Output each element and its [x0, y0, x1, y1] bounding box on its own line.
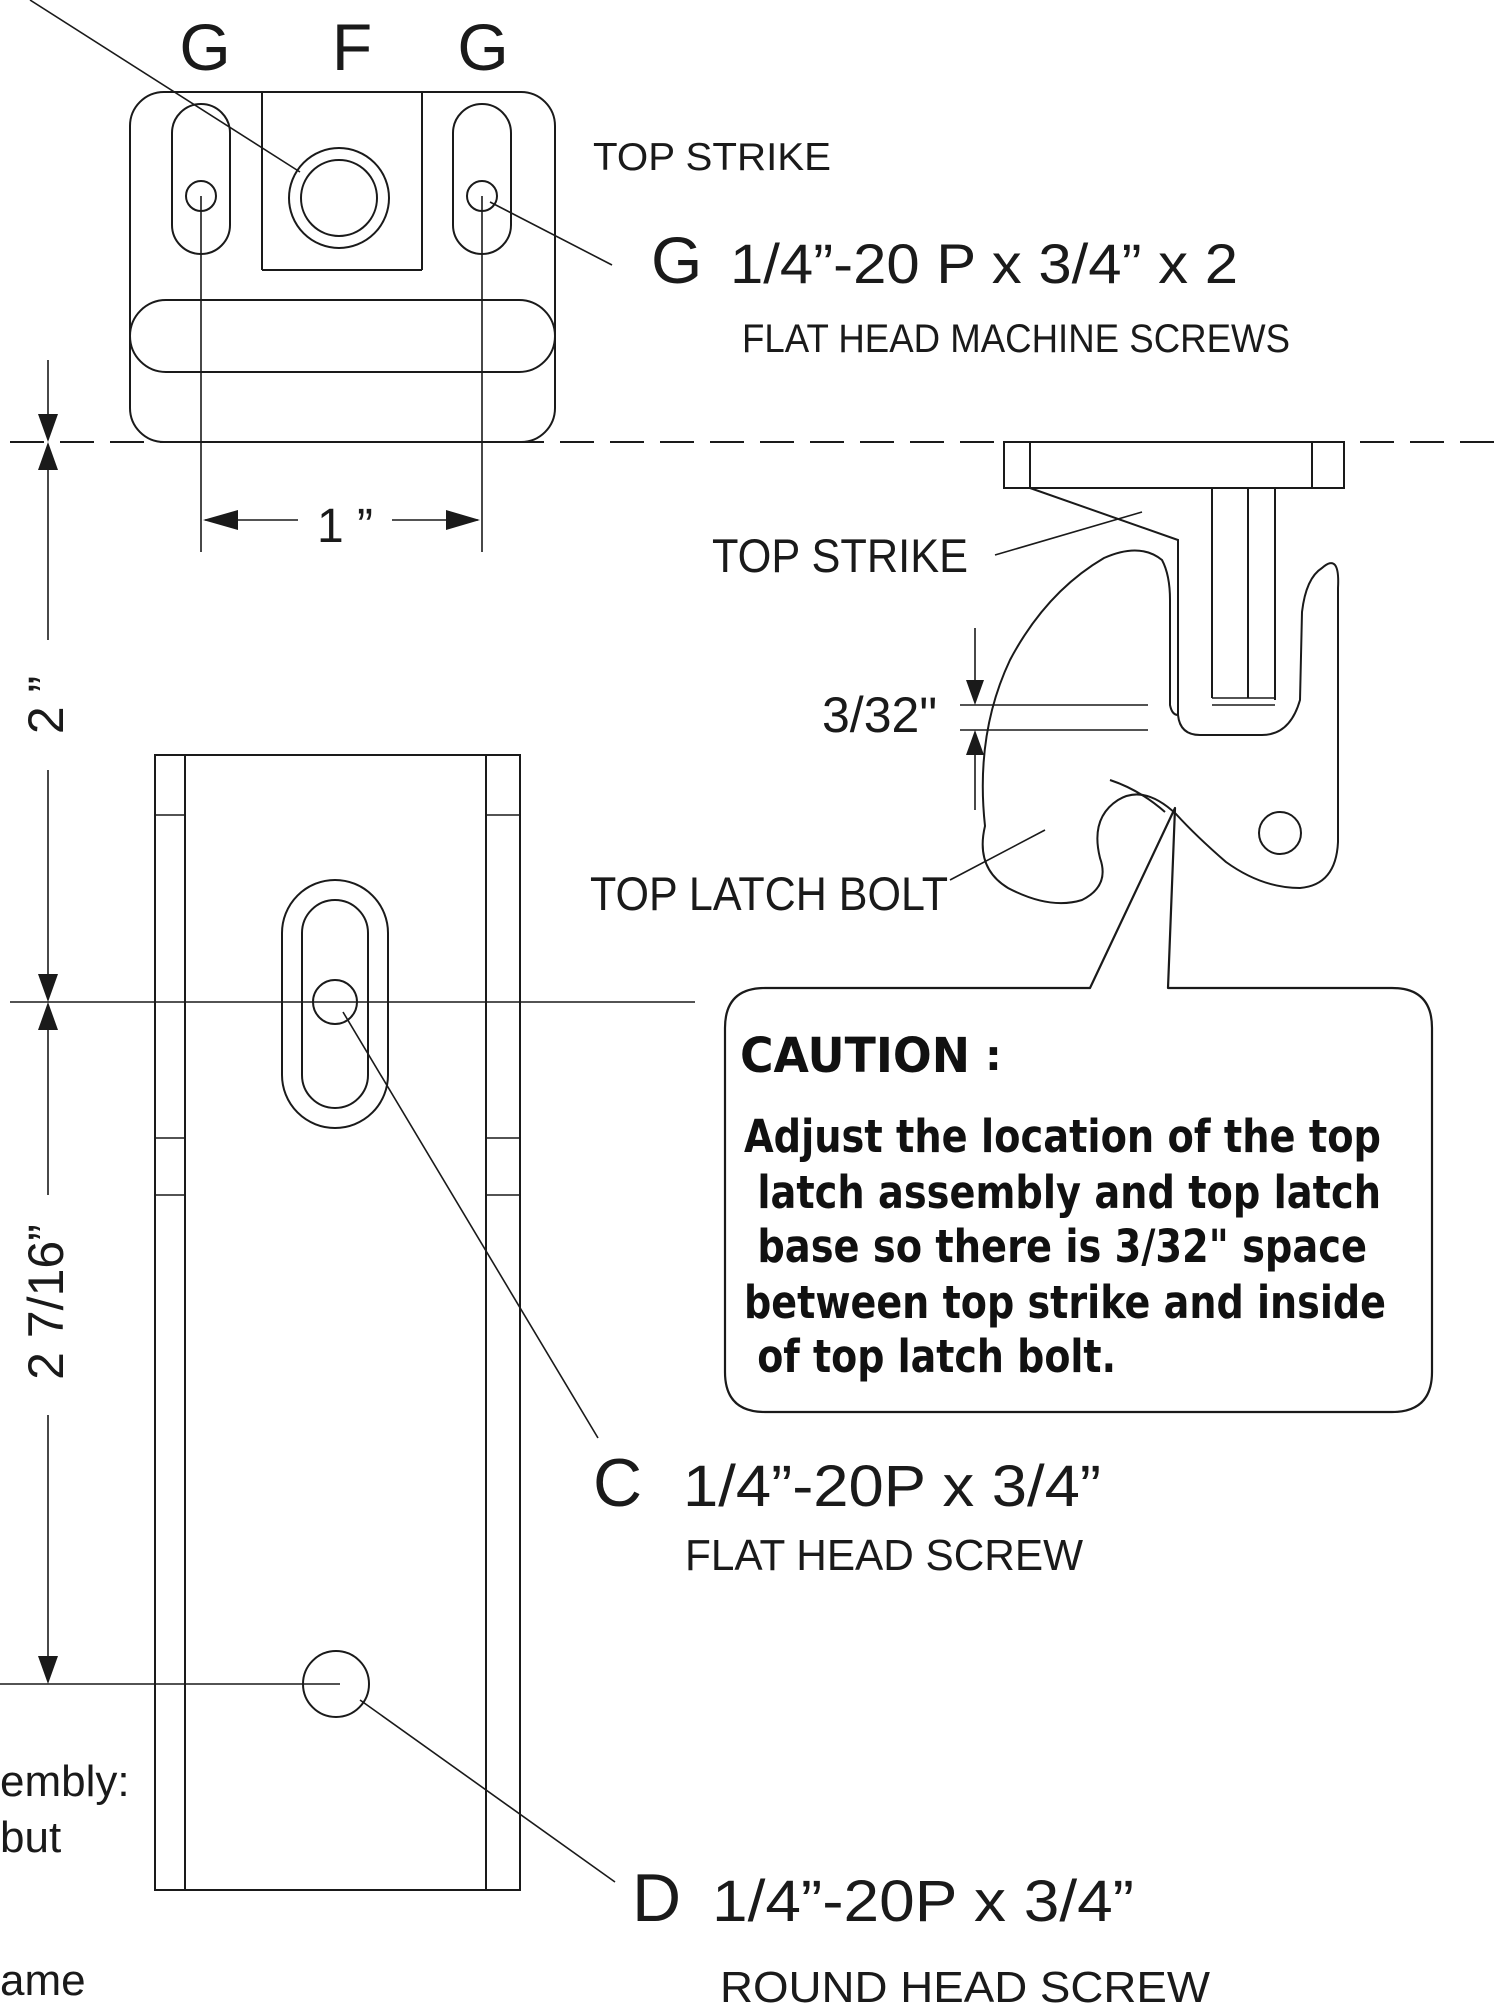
label-top-strike-2: TOP STRIKE: [712, 529, 968, 582]
label-g-left: G: [179, 10, 230, 84]
caution-title: CAUTION: [740, 1028, 970, 1084]
dim-1-inch-label: 1 ”: [317, 500, 373, 553]
label-top-latch-bolt: TOP LATCH BOLT: [590, 867, 948, 920]
screw-g-letter: G: [651, 223, 702, 297]
caution-callout: CAUTION : Adjust the location of the top…: [723, 806, 1434, 1414]
top-strike-front-view: [129, 91, 556, 443]
screw-c-desc: FLAT HEAD SCREW: [685, 1531, 1083, 1580]
dim-2-inch-label: 2 ”: [18, 676, 74, 734]
caution-line-5: of top latch bolt.: [744, 1330, 1116, 1383]
dimension-1-inch: 1 ”: [203, 500, 480, 553]
edge-text-3: ame: [0, 1956, 86, 2005]
screw-d-letter: D: [632, 1860, 681, 1936]
top-latch-base-plate: [154, 754, 521, 1891]
screw-g-desc: FLAT HEAD MACHINE SCREWS: [742, 317, 1290, 361]
screw-c-spec: 1/4”-20P x 3/4”: [683, 1454, 1101, 1519]
screw-c-letter: C: [593, 1445, 642, 1521]
leader-top-latch-bolt: [949, 829, 1046, 881]
edge-text-2: but: [0, 1813, 61, 1862]
dimension-2-7-16-inch: 2 7/16”: [18, 1002, 74, 1684]
label-f: F: [332, 10, 372, 84]
screw-g-spec: 1/4”-20 P x 3/4” x 2: [730, 232, 1238, 295]
leader-c: [342, 1011, 599, 1439]
edge-text-1: embly:: [0, 1757, 130, 1806]
caution-line-1: Adjust the location of the top: [744, 1110, 1381, 1163]
screw-d-spec: 1/4”-20P x 3/4”: [712, 1869, 1134, 1934]
caution-line-4: between top strike and inside: [744, 1276, 1386, 1329]
leader-f: [29, 0, 301, 173]
screw-d-desc: ROUND HEAD SCREW: [720, 1963, 1210, 2009]
caution-colon: :: [985, 1031, 1002, 1080]
top-strike-side-view: [1003, 441, 1345, 715]
dimension-3-32: 3/32": [822, 628, 1148, 810]
caution-line-2: latch assembly and top latch: [744, 1166, 1381, 1219]
top-latch-bolt: [981, 549, 1340, 905]
label-top-strike-1: TOP STRIKE: [593, 136, 831, 179]
leader-g: [489, 201, 613, 266]
caution-line-3: base so there is 3/32" space: [744, 1220, 1367, 1273]
leader-top-strike-2: [994, 511, 1143, 556]
dim-2-7-16-label: 2 7/16”: [18, 1224, 74, 1380]
leader-d: [359, 1699, 616, 1883]
dim-3-32-label: 3/32": [822, 687, 937, 743]
dimension-2-inch: 2 ”: [18, 360, 74, 1002]
label-g-right: G: [457, 10, 508, 84]
